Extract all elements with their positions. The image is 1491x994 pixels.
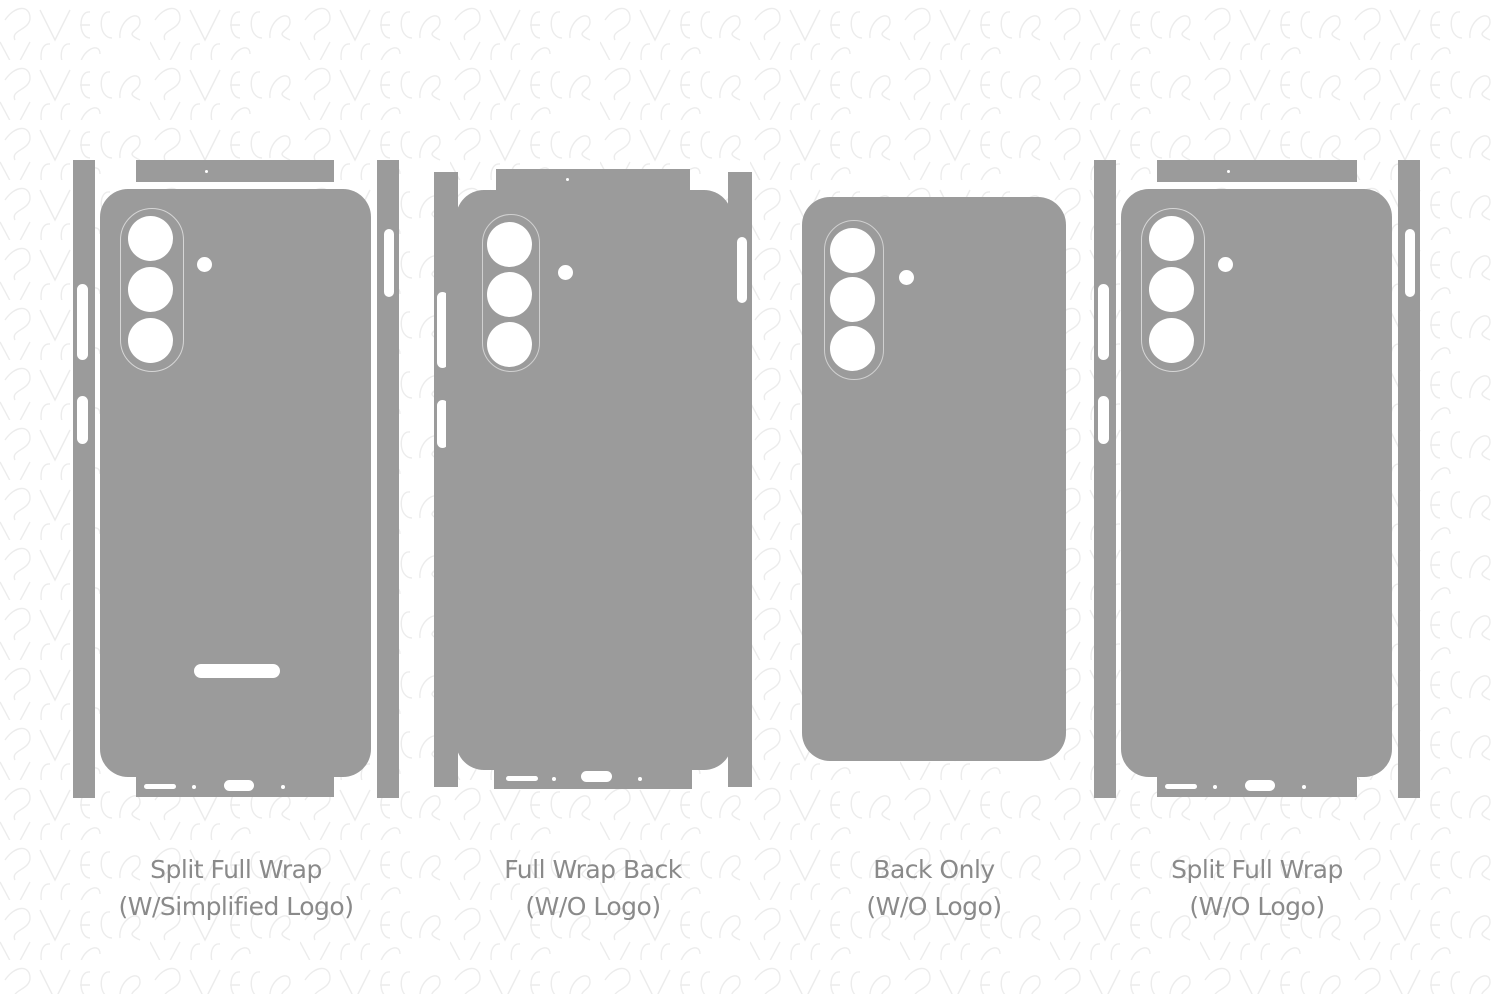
label-back-only-no-logo: Back Only (W/O Logo) [784, 851, 1084, 925]
camera-lens-1 [1149, 216, 1194, 261]
speaker-grille-cutout [144, 784, 176, 789]
flash-hole [197, 257, 212, 272]
camera-lens-2 [128, 267, 173, 312]
label-title: Split Full Wrap [150, 855, 322, 884]
bottom-mic-hole-2 [281, 785, 285, 789]
usb-port-cutout [581, 771, 612, 782]
camera-lens-2 [487, 272, 532, 317]
bottom-mic-hole-2 [1302, 785, 1306, 789]
camera-lens-1 [128, 216, 173, 261]
camera-lens-3 [1149, 318, 1194, 363]
camera-module-outline [120, 208, 184, 372]
usb-port-cutout [1245, 780, 1275, 791]
camera-module-outline [824, 220, 884, 380]
usb-port-cutout [224, 780, 254, 791]
label-split-full-wrap-no-logo: Split Full Wrap (W/O Logo) [1107, 851, 1407, 925]
label-title: Full Wrap Back [504, 855, 682, 884]
speaker-grille-cutout [506, 776, 538, 781]
camera-lens-3 [830, 326, 875, 371]
right-button-cutout [1405, 229, 1415, 297]
top-edge-strip [136, 160, 334, 182]
label-full-wrap-back-no-logo: Full Wrap Back (W/O Logo) [443, 851, 743, 925]
bottom-mic-hole [1213, 785, 1217, 789]
camera-lens-3 [128, 318, 173, 363]
power-button-cutout [437, 400, 448, 448]
label-subtitle: (W/Simplified Logo) [118, 892, 354, 921]
camera-module-outline [1141, 208, 1205, 372]
right-side-strip [377, 160, 399, 798]
camera-lens-3 [487, 322, 532, 367]
flash-hole [558, 265, 573, 280]
label-subtitle: (W/O Logo) [1189, 892, 1325, 921]
camera-lens-1 [487, 222, 532, 267]
right-button-cutout [384, 229, 394, 297]
right-side-strip [1398, 160, 1420, 798]
bottom-mic-hole [552, 777, 556, 781]
top-mic-hole [1227, 170, 1230, 173]
bottom-mic-hole-2 [638, 777, 642, 781]
left-side-strip [73, 160, 95, 798]
top-edge-strip [1157, 160, 1357, 182]
top-mic-hole [205, 170, 208, 173]
label-subtitle: (W/O Logo) [525, 892, 661, 921]
left-side-strip [1094, 160, 1116, 798]
camera-lens-2 [830, 277, 875, 322]
label-title: Back Only [873, 855, 995, 884]
bottom-mic-hole [192, 785, 196, 789]
power-button-cutout [1098, 396, 1109, 444]
label-split-full-wrap-simplified-logo: Split Full Wrap (W/Simplified Logo) [86, 851, 386, 925]
label-subtitle: (W/O Logo) [866, 892, 1002, 921]
camera-module-outline [482, 214, 540, 372]
right-button-cutout [737, 237, 747, 303]
volume-button-cutout [1098, 284, 1109, 360]
volume-button-cutout [77, 284, 88, 360]
simplified-logo-cutout [194, 664, 280, 678]
camera-lens-2 [1149, 267, 1194, 312]
flash-hole [1218, 257, 1233, 272]
speaker-grille-cutout [1165, 784, 1197, 789]
top-mic-hole [566, 178, 569, 181]
flash-hole [899, 270, 914, 285]
label-title: Split Full Wrap [1171, 855, 1343, 884]
power-button-cutout [77, 396, 88, 444]
camera-lens-1 [830, 228, 875, 273]
volume-button-cutout [437, 292, 448, 368]
